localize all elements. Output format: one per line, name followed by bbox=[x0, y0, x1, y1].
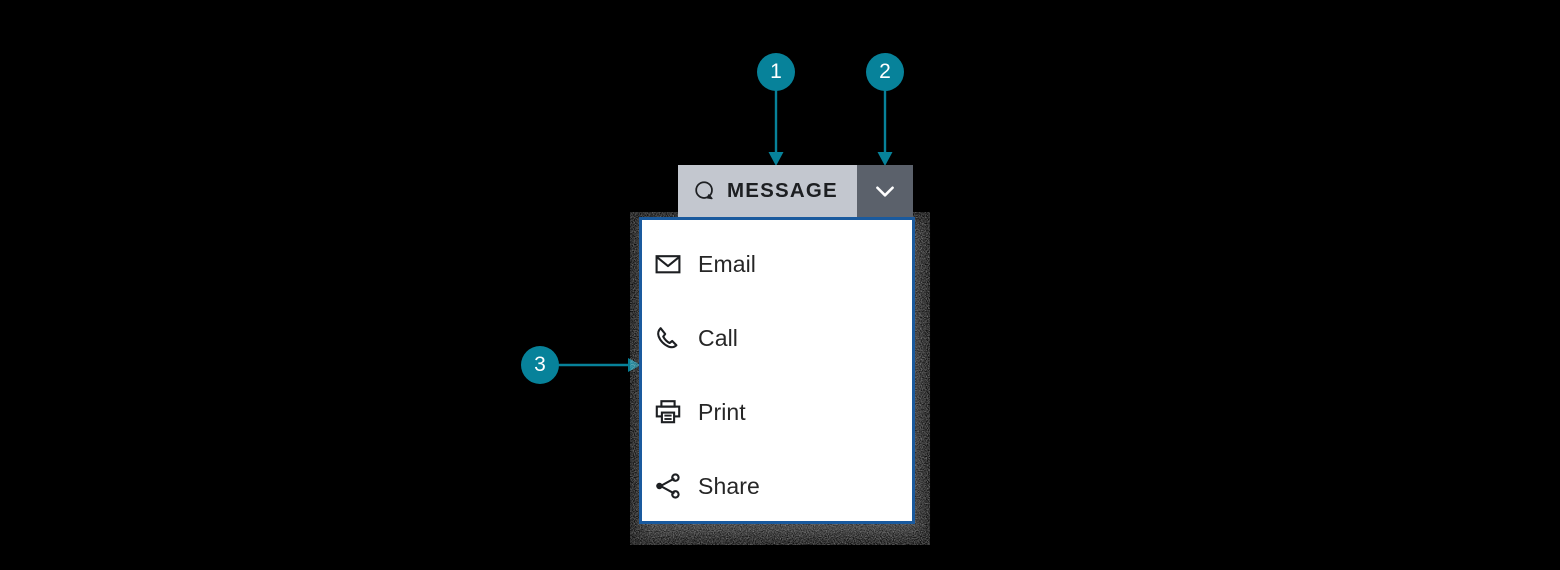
share-nodes-icon bbox=[656, 473, 680, 499]
dropdown-menu-list: Email Call Print bbox=[642, 227, 912, 523]
callout-badge-number: 2 bbox=[866, 53, 904, 91]
callout-badge-number: 3 bbox=[521, 346, 559, 384]
message-bubble-icon bbox=[695, 181, 713, 200]
envelope-icon bbox=[655, 255, 681, 274]
dropdown-menu[interactable]: Email Call Print bbox=[639, 217, 915, 524]
menu-item-label: Email bbox=[698, 250, 757, 277]
message-button-label: MESSAGE bbox=[727, 178, 838, 202]
message-dropdown-toggle[interactable] bbox=[857, 165, 913, 217]
chevron-down-icon bbox=[876, 186, 894, 197]
menu-item-label: Share bbox=[698, 472, 760, 499]
callout-1: 1 bbox=[757, 53, 795, 91]
callout-2: 2 bbox=[866, 53, 904, 91]
menu-item-print[interactable]: Print bbox=[642, 375, 912, 449]
menu-item-label: Print bbox=[698, 398, 746, 425]
menu-item-share[interactable]: Share bbox=[642, 449, 912, 523]
menu-item-email[interactable]: Email bbox=[642, 227, 912, 301]
callout-2-leader bbox=[877, 88, 893, 166]
phone-icon bbox=[657, 327, 678, 349]
message-split-button[interactable]: MESSAGE bbox=[678, 165, 913, 217]
menu-item-call[interactable]: Call bbox=[642, 301, 912, 375]
callout-3-leader bbox=[558, 358, 641, 372]
message-button-main[interactable]: MESSAGE bbox=[678, 165, 857, 217]
menu-item-label: Call bbox=[698, 324, 739, 351]
callout-1-leader bbox=[768, 88, 784, 166]
callout-badge-number: 1 bbox=[757, 53, 795, 91]
printer-icon bbox=[655, 400, 681, 424]
callout-3: 3 bbox=[521, 346, 559, 384]
